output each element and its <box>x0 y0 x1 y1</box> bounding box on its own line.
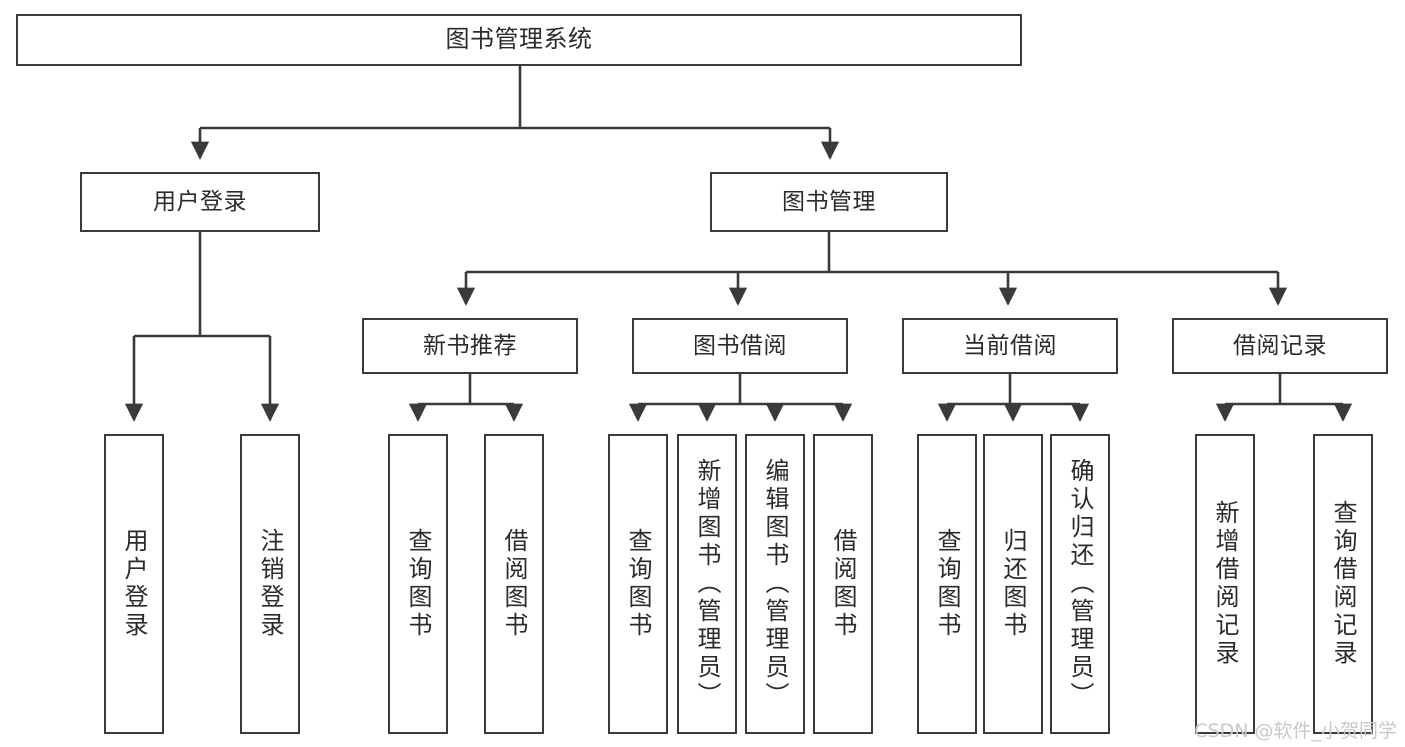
node-leaf-query-book-3[interactable]: 查询图书 <box>917 434 977 734</box>
node-user-login[interactable]: 用户登录 <box>80 172 320 232</box>
node-leaf-query-book-2-label: 查询图书 <box>624 528 652 640</box>
node-root-label: 图书管理系统 <box>445 25 593 54</box>
node-leaf-add-book-label: 新增图书（管理员） <box>693 458 721 710</box>
watermark: CSDN @软件_小贺同学 <box>1194 720 1397 742</box>
node-leaf-borrow-book-1[interactable]: 借阅图书 <box>484 434 544 734</box>
node-leaf-query-book-2[interactable]: 查询图书 <box>608 434 668 734</box>
node-leaf-borrow-book-1-label: 借阅图书 <box>500 528 528 640</box>
node-book-borrow-label: 图书借阅 <box>693 332 787 359</box>
node-leaf-return-book[interactable]: 归还图书 <box>983 434 1043 734</box>
node-user-login-label: 用户登录 <box>153 188 247 215</box>
node-leaf-add-record-label: 新增借阅记录 <box>1211 500 1239 668</box>
node-leaf-add-book[interactable]: 新增图书（管理员） <box>677 434 737 734</box>
node-borrow-record[interactable]: 借阅记录 <box>1172 318 1388 374</box>
node-leaf-return-book-label: 归还图书 <box>999 528 1027 640</box>
node-leaf-borrow-book-2-label: 借阅图书 <box>829 528 857 640</box>
node-borrow-record-label: 借阅记录 <box>1233 332 1327 359</box>
node-book-manage[interactable]: 图书管理 <box>710 172 948 232</box>
node-leaf-query-record[interactable]: 查询借阅记录 <box>1313 434 1373 734</box>
node-leaf-edit-book[interactable]: 编辑图书（管理员） <box>745 434 805 734</box>
node-leaf-borrow-book-2[interactable]: 借阅图书 <box>813 434 873 734</box>
node-leaf-confirm-return[interactable]: 确认归还（管理员） <box>1050 434 1110 734</box>
node-leaf-query-book-1-label: 查询图书 <box>404 528 432 640</box>
node-book-borrow[interactable]: 图书借阅 <box>632 318 848 374</box>
node-leaf-user-login-label: 用户登录 <box>120 528 148 640</box>
node-root[interactable]: 图书管理系统 <box>16 14 1022 66</box>
node-leaf-confirm-return-label: 确认归还（管理员） <box>1066 458 1094 710</box>
node-leaf-query-book-3-label: 查询图书 <box>933 528 961 640</box>
node-leaf-logout[interactable]: 注销登录 <box>240 434 300 734</box>
node-book-manage-label: 图书管理 <box>782 188 876 215</box>
node-leaf-query-book-1[interactable]: 查询图书 <box>388 434 448 734</box>
node-new-book-rec[interactable]: 新书推荐 <box>362 318 578 374</box>
node-leaf-query-record-label: 查询借阅记录 <box>1329 500 1357 668</box>
node-current-borrow[interactable]: 当前借阅 <box>902 318 1118 374</box>
node-leaf-add-record[interactable]: 新增借阅记录 <box>1195 434 1255 734</box>
node-leaf-logout-label: 注销登录 <box>256 528 284 640</box>
node-leaf-user-login[interactable]: 用户登录 <box>104 434 164 734</box>
node-leaf-edit-book-label: 编辑图书（管理员） <box>761 458 789 710</box>
node-current-borrow-label: 当前借阅 <box>963 332 1057 359</box>
node-new-book-rec-label: 新书推荐 <box>423 332 517 359</box>
